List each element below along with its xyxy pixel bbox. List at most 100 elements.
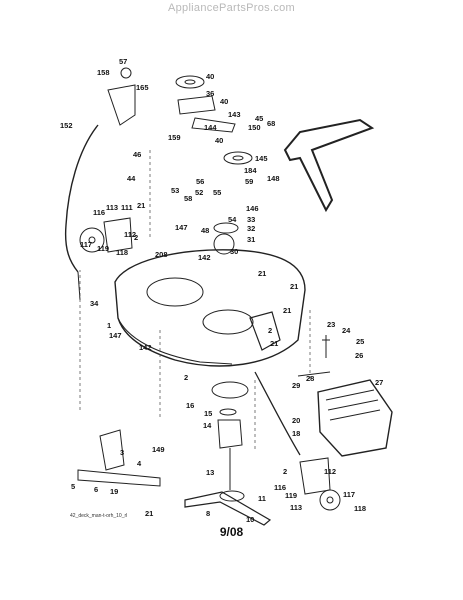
callout-21: 21 xyxy=(270,339,278,348)
gauge-wheel-bracket-112 xyxy=(299,457,331,495)
knob-57 xyxy=(120,67,132,79)
callout-27: 27 xyxy=(375,378,383,387)
spindle-14 xyxy=(217,419,243,449)
callout-116: 116 xyxy=(93,208,105,217)
callout-30: 30 xyxy=(230,247,238,256)
callout-56: 56 xyxy=(196,177,204,186)
watermark-header: AppliancePartsPros.com xyxy=(167,2,296,14)
bracket-111 xyxy=(103,217,133,253)
callout-44: 44 xyxy=(127,174,136,183)
callout-45: 45 xyxy=(255,114,263,123)
idler-pulley-117-hub xyxy=(88,236,96,244)
pulley-31 xyxy=(213,233,235,255)
callout-116: 116 xyxy=(274,483,286,492)
callout-112: 112 xyxy=(324,467,336,476)
callout-15: 15 xyxy=(204,409,212,418)
callout-31: 31 xyxy=(247,235,255,244)
callout-165: 165 xyxy=(136,83,149,92)
gauge-wheel-hub xyxy=(326,496,334,504)
callout-40: 40 xyxy=(215,136,223,145)
callout-16: 16 xyxy=(186,401,194,410)
callout-21: 21 xyxy=(137,201,145,210)
callout-23: 23 xyxy=(327,320,335,329)
callout-158: 158 xyxy=(97,68,110,77)
callout-18: 18 xyxy=(292,429,300,438)
callout-2: 2 xyxy=(184,373,188,382)
control-cable-152 xyxy=(64,124,99,273)
mower-blade-10 xyxy=(184,491,272,526)
callout-10: 10 xyxy=(246,515,254,524)
callout-113: 113 xyxy=(106,203,118,212)
link-6 xyxy=(77,469,161,487)
deck-discharge-chute xyxy=(249,311,281,351)
callout-3: 3 xyxy=(120,448,124,457)
callout-111: 111 xyxy=(121,203,133,212)
chute-deflector-27 xyxy=(317,379,393,457)
callout-46: 46 xyxy=(133,150,141,159)
callout-20: 20 xyxy=(292,416,300,425)
front-hanger-20 xyxy=(254,371,301,456)
callout-117: 117 xyxy=(80,240,92,249)
callout-5: 5 xyxy=(71,482,75,491)
callout-2: 2 xyxy=(283,467,287,476)
callout-145: 145 xyxy=(255,154,268,163)
callout-118: 118 xyxy=(116,248,128,257)
callout-58: 58 xyxy=(184,194,192,203)
callout-21: 21 xyxy=(145,509,153,518)
callout-4: 4 xyxy=(137,459,142,468)
callout-59: 59 xyxy=(245,177,253,186)
callout-13: 13 xyxy=(206,468,214,477)
callout-25: 25 xyxy=(356,337,364,346)
callout-21: 21 xyxy=(283,306,291,315)
callout-152: 152 xyxy=(60,121,73,130)
idler-pulley-top xyxy=(175,75,205,89)
callout-143: 143 xyxy=(228,110,241,119)
spindle-pulley-16 xyxy=(211,381,249,399)
callout-68: 68 xyxy=(267,119,275,128)
page-code: 9/08 xyxy=(219,525,244,539)
deck-left-spindle-opening xyxy=(146,277,204,307)
callout-48: 48 xyxy=(201,226,209,235)
callout-55: 55 xyxy=(213,188,221,197)
callout-53: 53 xyxy=(171,186,179,195)
callout-40: 40 xyxy=(220,97,228,106)
pulley-32 xyxy=(213,222,239,234)
callout-54: 54 xyxy=(228,215,237,224)
blade-adapter-11 xyxy=(219,490,245,502)
chute-deflector-rib xyxy=(325,389,381,421)
callout-24: 24 xyxy=(342,326,351,335)
callout-57: 57 xyxy=(119,57,127,66)
callout-147: 147 xyxy=(175,223,188,232)
callout-21: 21 xyxy=(290,282,298,291)
callout-32: 32 xyxy=(247,224,255,233)
gauge-wheel-117 xyxy=(319,489,341,511)
callout-118: 118 xyxy=(354,504,366,513)
callout-36: 36 xyxy=(206,89,214,98)
callout-159: 159 xyxy=(168,133,181,142)
callout-150: 150 xyxy=(248,123,261,132)
callout-1: 1 xyxy=(107,321,111,330)
spring-26 xyxy=(322,335,330,358)
reference-code: 42_deck_man-t-orh_10_rl xyxy=(70,513,128,519)
deck-belt-68 xyxy=(283,118,375,213)
callout-113: 113 xyxy=(290,503,302,512)
callout-117: 117 xyxy=(343,490,355,499)
callout-149: 149 xyxy=(152,445,165,454)
callout-40: 40 xyxy=(206,72,214,81)
mower-deck-shell xyxy=(114,249,306,367)
idler-arm-144 xyxy=(191,117,236,133)
callout-8: 8 xyxy=(206,509,210,518)
callout-28: 28 xyxy=(306,374,314,383)
callout-11: 11 xyxy=(258,494,266,503)
callout-14: 14 xyxy=(203,421,212,430)
hanger-bracket-3 xyxy=(99,429,125,471)
center-pulley-145-inner xyxy=(232,155,244,161)
callout-33: 33 xyxy=(247,215,255,224)
callout-184: 184 xyxy=(244,166,257,175)
callout-21: 21 xyxy=(258,269,266,278)
idler-bracket xyxy=(177,95,216,115)
callout-2: 2 xyxy=(268,326,272,335)
callout-208: 208 xyxy=(155,250,168,259)
callout-52: 52 xyxy=(195,188,203,197)
